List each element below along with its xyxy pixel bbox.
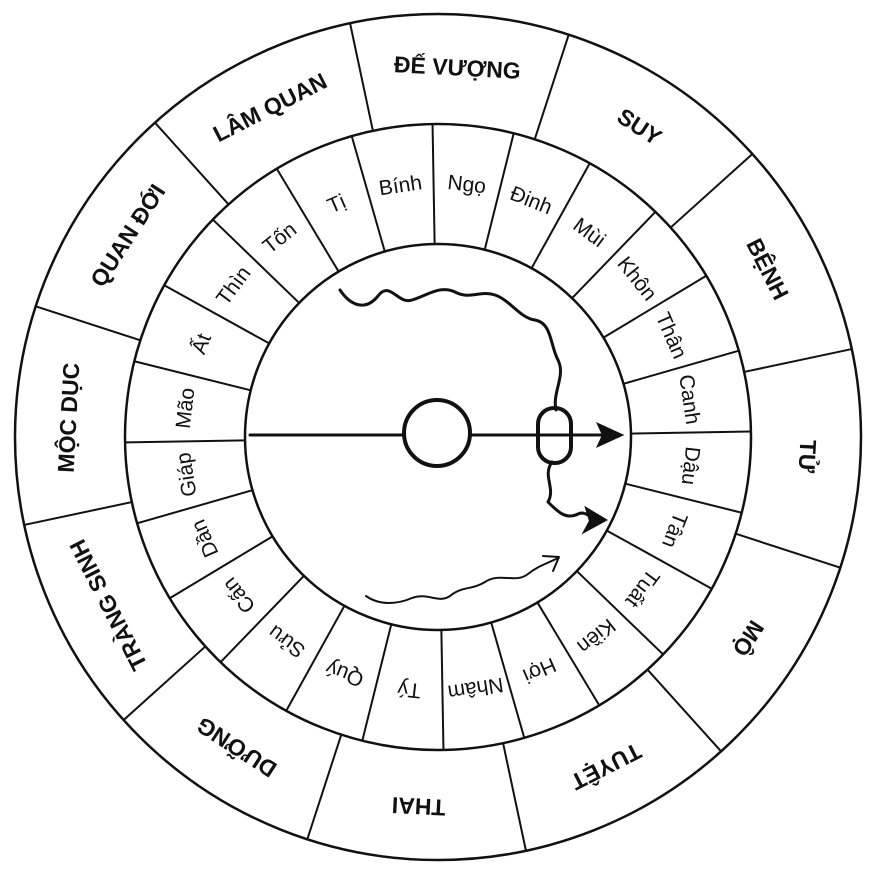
center-circle xyxy=(402,398,472,468)
inner-sector-divider xyxy=(606,529,713,590)
inner-sector-divider xyxy=(169,535,274,600)
inner-sector-label: Dần xyxy=(187,516,223,561)
inner-sector-label: Giáp xyxy=(172,451,201,498)
outer-sector-divider xyxy=(35,305,141,342)
inner-sector-label: Tuất xyxy=(621,565,664,612)
outer-sector-divider xyxy=(349,23,374,132)
outer-ring-dividers xyxy=(24,23,852,851)
inner-sector-label: Thìn xyxy=(212,262,255,309)
inner-sector-divider xyxy=(602,274,707,339)
inner-ring-border xyxy=(243,242,633,632)
outer-sector-label: BỆNH xyxy=(741,234,795,304)
outer-sector-label: TUYỆT xyxy=(566,738,645,796)
inner-sector-label: Mão xyxy=(172,387,199,430)
inner-sector-divider xyxy=(431,124,436,245)
inner-sector-label: Canh xyxy=(674,373,704,426)
inner-ring-dividers xyxy=(125,124,751,750)
outer-sector-divider xyxy=(122,645,207,721)
outer-sector-divider xyxy=(502,742,527,851)
inner-sector-label: Quý xyxy=(322,655,367,691)
outer-sector-label: MỘ xyxy=(727,616,770,662)
inner-sector-divider xyxy=(483,133,515,250)
inner-sector-divider xyxy=(623,349,740,385)
outer-sector-divider xyxy=(646,668,722,753)
inner-sector-label: Tốn xyxy=(259,218,302,259)
outer-ring-border xyxy=(13,12,863,862)
inner-sector-label: Ngọ xyxy=(446,171,487,198)
right-flow-arrowhead xyxy=(581,505,609,535)
inner-sector-divider xyxy=(212,218,300,304)
bottom-flow-arrowhead xyxy=(542,555,560,572)
inner-sector-label: Bính xyxy=(377,171,423,200)
inner-sector-divider xyxy=(571,211,657,299)
inner-sector-divider xyxy=(625,482,742,514)
inner-sector-divider xyxy=(440,629,445,750)
inner-sector-label: Tị xyxy=(324,190,349,218)
inner-sector-label: Cấn xyxy=(218,573,260,617)
wheel-rings xyxy=(13,12,863,862)
inner-sector-divider xyxy=(350,135,386,252)
outer-sector-divider xyxy=(735,532,841,569)
outer-sector-label: LÂM QUAN xyxy=(208,67,331,147)
outer-sector-divider xyxy=(24,501,133,526)
inner-sector-label: Mùi xyxy=(569,214,610,253)
inner-sector-label: Hợi xyxy=(519,653,559,687)
inner-sector-divider xyxy=(576,570,664,656)
inner-sector-label: Tân xyxy=(657,509,692,551)
outer-sector-label: QUAN ĐỚI xyxy=(84,179,170,292)
outer-sector-label: THAI xyxy=(391,792,446,821)
outer-sector-label: DƯỠNG xyxy=(191,712,281,784)
outer-sector-divider xyxy=(669,153,754,229)
outer-sector-divider xyxy=(743,348,852,373)
inner-sector-label: Dậu xyxy=(677,445,704,486)
inner-sector-label: Kiền xyxy=(573,614,620,658)
inner-sector-divider xyxy=(163,284,270,345)
wavy-flow-bottom xyxy=(365,557,559,604)
flow-arrows xyxy=(248,288,625,604)
outer-sector-divider xyxy=(306,734,343,840)
outer-sector-label: TRÀNG SINH xyxy=(63,535,152,675)
inner-sector-label: Khôn xyxy=(613,253,662,306)
inner-sector-divider xyxy=(285,605,346,712)
inner-sector-label: Nhâm xyxy=(446,673,505,704)
inner-sector-label: Đinh xyxy=(507,182,556,219)
inner-sector-divider xyxy=(136,489,253,525)
inner-sector-divider xyxy=(275,168,340,273)
inner-sector-label: Tý xyxy=(396,677,422,703)
outer-sector-label: ĐẾ VƯỢNG xyxy=(393,50,521,84)
inner-sector-divider xyxy=(219,575,305,663)
inner-sector-label: Ất xyxy=(187,330,216,357)
inner-sector-label: Thân xyxy=(651,309,691,362)
inner-sector-divider xyxy=(134,360,251,392)
inner-sector-label: Sửu xyxy=(264,620,310,662)
middle-ring-border xyxy=(123,122,753,752)
axis-arrowhead xyxy=(595,421,625,449)
outer-sector-divider xyxy=(533,34,570,140)
outer-sector-label: TỬ xyxy=(794,439,824,474)
inner-sector-divider xyxy=(125,439,246,444)
inner-sector-divider xyxy=(361,624,393,741)
inner-sector-divider xyxy=(530,162,591,269)
wavy-flow-top xyxy=(338,288,562,412)
outer-sector-label: MỘC DỤC xyxy=(52,362,85,473)
outer-sector-divider xyxy=(154,121,230,206)
outer-sector-label: SUY xyxy=(613,103,667,151)
inner-sector-divider xyxy=(630,430,751,435)
inner-sector-divider xyxy=(536,601,601,706)
inner-sector-divider xyxy=(490,622,526,739)
